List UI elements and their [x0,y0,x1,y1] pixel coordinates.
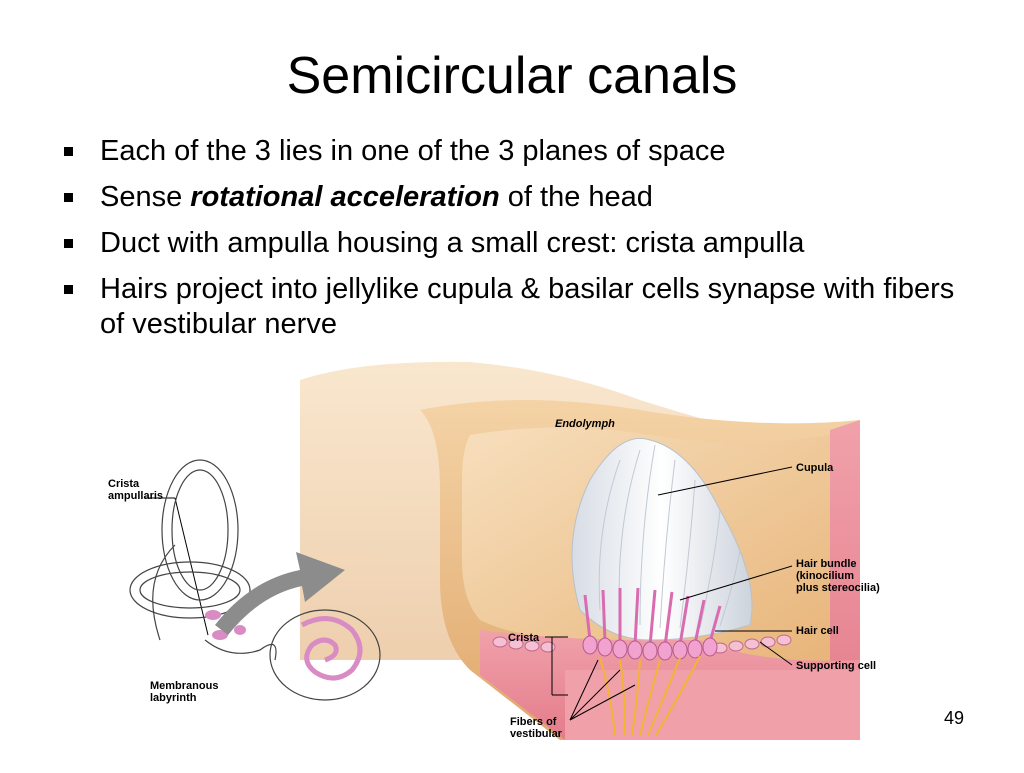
bullet-item: Each of the 3 lies in one of the 3 plane… [62,134,982,169]
bullet-square-icon [64,193,73,202]
bullet-emphasis: rotational acceleration [190,181,500,213]
label-hair-cell: Hair cell [796,625,839,637]
label-fibers-vestibular: Fibers of vestibular [510,716,562,740]
bullet-text: Duct with ampulla housing a small crest:… [100,227,805,259]
membranous-labyrinth [129,459,381,701]
nerve-fibers [599,655,701,736]
gray-arrow-icon [215,552,345,635]
label-endolymph: Endolymph [555,418,615,430]
bullet-item: Sense rotational acceleration of the hea… [62,180,982,215]
bullet-text-before: Sense [100,181,191,213]
slide-title: Semicircular canals [286,47,738,105]
cochlea-spiral [300,616,363,681]
page-number: 49 [943,708,964,728]
bullet-text: Each of the 3 lies in one of the 3 plane… [100,135,726,167]
ampulla-illustration [129,361,860,740]
pink-lining-right [830,420,860,740]
bullet-text-after: of the head [499,181,653,213]
label-cupula: Cupula [796,462,834,474]
label-crista: Crista [508,632,540,644]
bullet-item: Duct with ampulla housing a small crest:… [62,226,982,261]
bullet-item: Hairs project into jellylike cupula & ba… [62,272,982,342]
bullet-square-icon [64,285,73,294]
ampulla-highlights [205,610,246,640]
cupula [571,437,753,641]
label-hair-bundle: Hair bundle (kinocilium plus stereocilia… [796,558,880,594]
label-crista-ampullaris: Crista ampullaris [108,478,164,502]
label-membranous-labyrinth: Membranous labyrinth [150,680,219,704]
ampulla-diagram: Endolymph Cupula Hair bundle (kinocilium… [0,340,1024,768]
hair-cells [582,635,718,661]
bullet-square-icon [64,147,73,156]
leader-lines [145,466,793,721]
label-supporting-cell: Supporting cell [796,660,877,672]
bullet-text: Hairs project into jellylike cupula & ba… [100,273,955,340]
bullet-list: Each of the 3 lies in one of the 3 plane… [62,134,982,353]
hair-bundles [583,587,722,647]
bullet-square-icon [64,239,73,248]
